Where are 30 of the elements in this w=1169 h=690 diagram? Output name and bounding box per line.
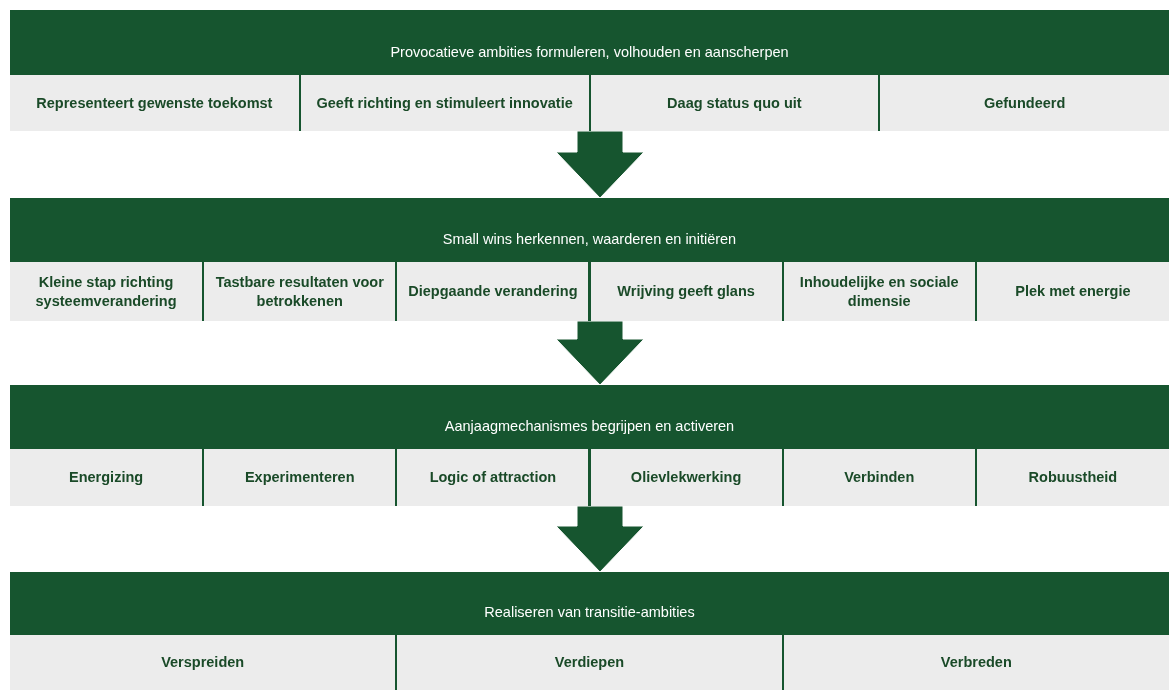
item-cell: Verdiepen (397, 635, 782, 690)
section-heading: Small wins herkennen, waarderen en initiëren (441, 231, 738, 247)
item-cell: Verbreden (783, 635, 1169, 690)
item-cell: Verbinden (783, 449, 975, 506)
item-cell: Robuustheid (976, 449, 1169, 506)
item-cell: Verspreiden (10, 635, 396, 690)
item-cell: Gefundeerd (880, 75, 1169, 131)
item-cell: Daag status quo uit (590, 75, 879, 131)
section-band (10, 198, 1169, 321)
section-heading: Realiseren van transitie-ambities (483, 604, 696, 620)
item-cell: Tastbare resultaten voor betrokkenen (204, 262, 396, 321)
down-arrow (555, 320, 645, 386)
section-band (10, 10, 1169, 131)
down-arrow (555, 130, 645, 199)
item-cell: Plek met energie (976, 262, 1169, 321)
section-band (10, 385, 1169, 506)
down-arrow (555, 505, 645, 573)
section-heading: Provocatieve ambities formuleren, volhouden en aanscherpen (389, 44, 790, 60)
item-cell: Experimenteren (204, 449, 396, 506)
section-heading: Aanjaagmechanismes begrijpen en activeren (443, 418, 736, 434)
item-cell: Representeert gewenste toekomst (10, 75, 299, 131)
item-cell: Diepgaande verandering (397, 262, 589, 321)
item-cell: Wrijving geeft glans (590, 262, 782, 321)
item-cell: Geeft richting en stimuleert innovatie (300, 75, 589, 131)
item-cell: Inhoudelijke en sociale dimensie (783, 262, 975, 321)
section-band (10, 572, 1169, 690)
item-cell: Olievlekwerking (590, 449, 782, 506)
item-cell: Logic of attraction (397, 449, 589, 506)
item-cell: Energizing (10, 449, 203, 506)
item-cell: Kleine stap richting systeemverandering (10, 262, 203, 321)
